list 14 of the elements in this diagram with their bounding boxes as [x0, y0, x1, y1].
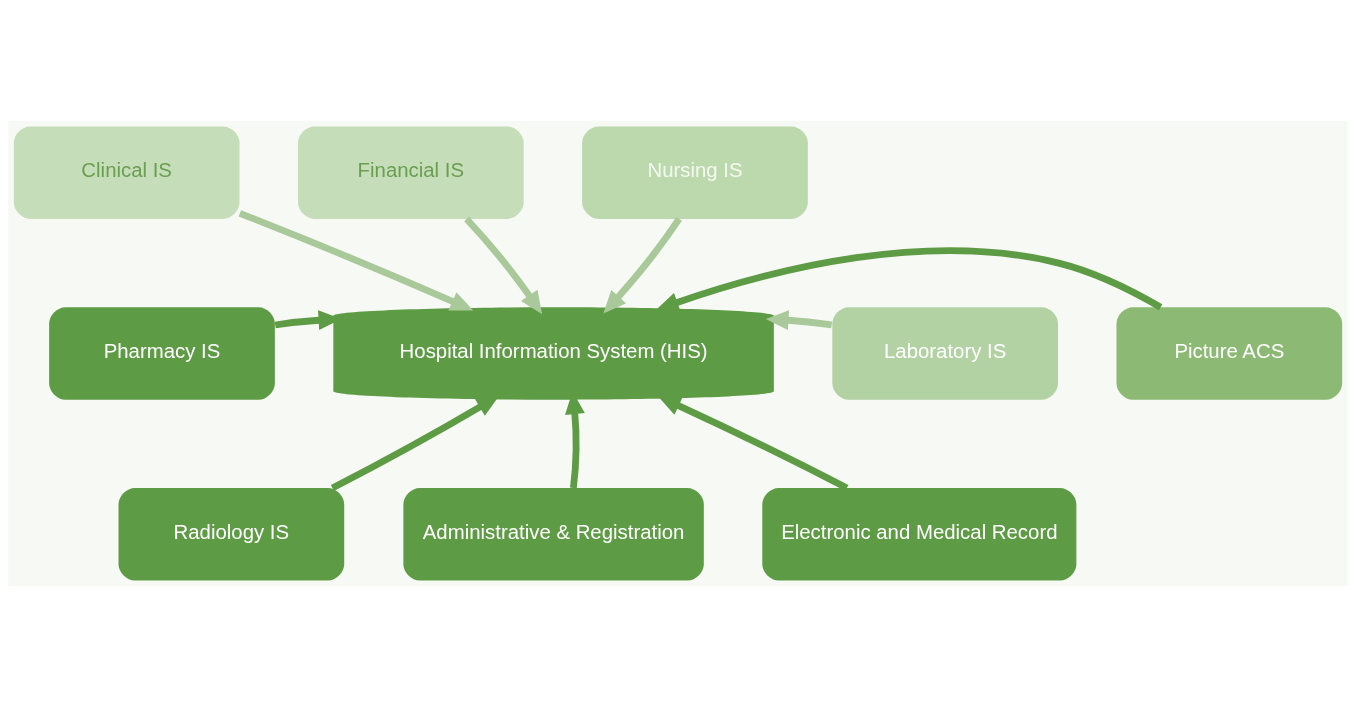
- node-box: Pharmacy IS: [49, 307, 275, 400]
- node-box: Nursing IS: [582, 126, 808, 219]
- node-box: Clinical IS: [13, 126, 240, 219]
- node-box: Radiology IS: [118, 488, 345, 581]
- arrow: [238, 210, 474, 311]
- arrow: [464, 216, 543, 315]
- node-box: Laboratory IS: [832, 307, 1058, 400]
- node-box: Picture ACS: [1116, 307, 1343, 400]
- arrow: [655, 247, 1163, 312]
- node-box: Electronic and Medical Record: [762, 488, 1077, 581]
- node-box: Financial IS: [298, 126, 524, 219]
- node-box: Administrative & Registration: [403, 488, 704, 581]
- arrow: [603, 217, 682, 314]
- arrow: [765, 310, 833, 331]
